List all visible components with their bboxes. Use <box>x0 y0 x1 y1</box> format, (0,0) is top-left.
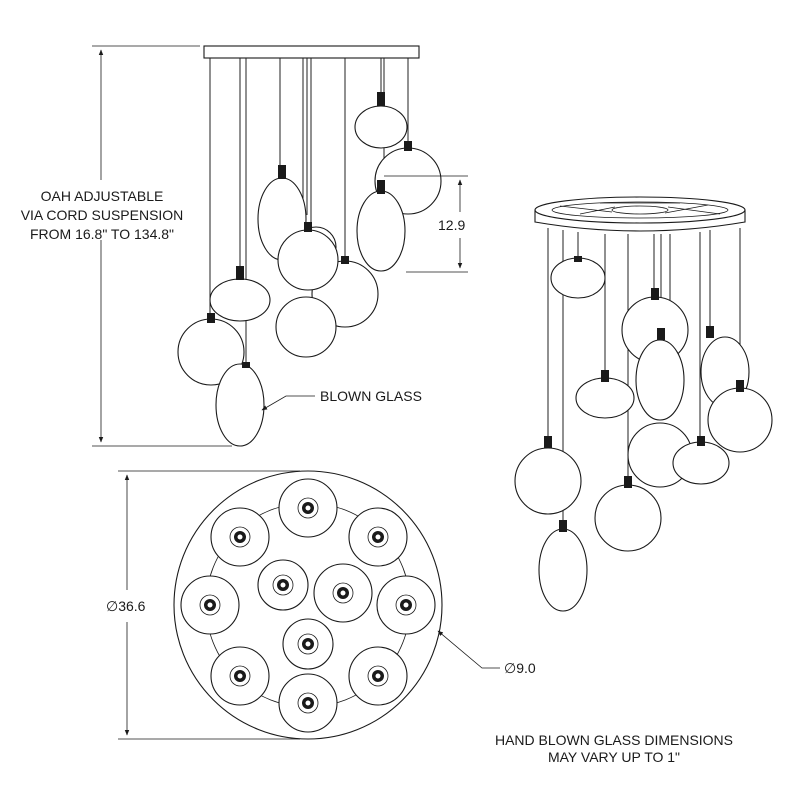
glass-diameter-leader <box>437 630 500 669</box>
oah-label-line2: VIA CORD SUSPENSION <box>21 207 184 223</box>
oah-dimension <box>92 45 232 447</box>
note-line2: MAY VARY UP TO 1" <box>548 749 680 765</box>
glass-shades-plan <box>180 478 436 733</box>
canopy-side <box>203 45 420 59</box>
glass-shades-side <box>177 92 442 447</box>
canopy-perspective <box>534 196 746 224</box>
canopy-diameter-label: ∅36.6 <box>106 598 146 614</box>
note-line1: HAND BLOWN GLASS DIMENSIONS <box>495 732 733 748</box>
plan-view: ∅36.6 ∅9.0 <box>106 470 536 740</box>
oah-label-line3: FROM 16.8" TO 134.8" <box>30 226 174 242</box>
blown-glass-leader <box>261 395 315 411</box>
glass-height-dimension <box>384 175 468 273</box>
oah-label-line1: OAH ADJUSTABLE <box>41 188 164 204</box>
side-elevation-view: OAH ADJUSTABLE VIA CORD SUSPENSION FROM … <box>21 45 468 447</box>
glass-diameter-label: ∅9.0 <box>504 660 536 676</box>
blown-glass-label: BLOWN GLASS <box>320 388 422 404</box>
glass-shades-perspective <box>514 256 773 612</box>
perspective-view <box>514 196 773 612</box>
glass-height-label: 12.9 <box>438 217 465 233</box>
canopy-diameter-dimension <box>118 470 300 740</box>
canopy-plan-outer <box>173 470 443 740</box>
